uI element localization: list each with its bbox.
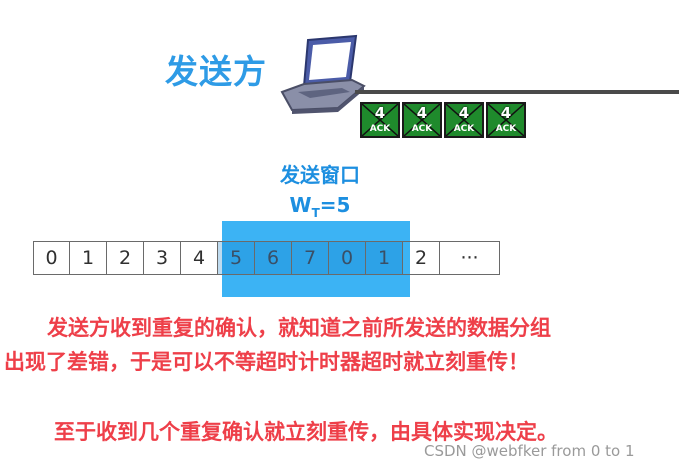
window-size-value: =5	[319, 193, 351, 217]
ack-number: 4	[374, 104, 386, 122]
ack-cross-icon	[404, 104, 440, 136]
ack-cross-icon	[488, 104, 524, 136]
ack-number: 4	[458, 104, 470, 122]
sequence-cell: 3	[144, 241, 181, 275]
sequence-cell-in-window: 7	[292, 241, 329, 275]
sequence-cell: 2	[403, 241, 440, 275]
ack-label: ACK	[369, 124, 391, 134]
send-window-size: WT=5	[280, 192, 360, 226]
ack-packet: 4 ACK	[444, 102, 484, 138]
window-size-subscript: T	[311, 206, 320, 220]
sequence-cell: 0	[33, 241, 70, 275]
ack-packets: 4 ACK 4 ACK 4 ACK 4 ACK	[360, 102, 526, 138]
message-line-3: 至于收到几个重复确认就立刻重传，由具体实现决定。	[54, 420, 558, 444]
laptop-icon	[280, 34, 366, 114]
sequence-row: 0 1 2 3 4 5 6 7 0 1 2 ···	[33, 241, 500, 275]
sequence-cell: 1	[70, 241, 107, 275]
message-line-2: 出现了差错，于是可以不等超时计时器超时就立刻重传！	[4, 350, 529, 374]
ack-number: 4	[500, 104, 512, 122]
link-line	[355, 90, 679, 94]
ack-packet: 4 ACK	[486, 102, 526, 138]
sequence-cell: 4	[181, 241, 218, 275]
ack-label: ACK	[453, 124, 475, 134]
watermark: CSDN @webfker from 0 to 1	[424, 442, 635, 460]
sequence-cell-in-window: 0	[329, 241, 366, 275]
ack-label: ACK	[495, 124, 517, 134]
send-window-title: 发送窗口	[280, 163, 360, 187]
window-size-symbol: W	[289, 193, 312, 217]
sequence-cell-ellipsis: ···	[440, 241, 500, 275]
ack-label: ACK	[411, 124, 433, 134]
ack-cross-icon	[362, 104, 398, 136]
send-window-highlight	[222, 221, 410, 297]
sequence-cell: 2	[107, 241, 144, 275]
message-line-1: 发送方收到重复的确认，就知道之前所发送的数据分组	[47, 316, 551, 340]
sender-label: 发送方	[165, 52, 267, 91]
ack-packet: 4 ACK	[360, 102, 400, 138]
sequence-cell-in-window: 6	[255, 241, 292, 275]
sequence-cell-in-window: 1	[366, 241, 403, 275]
ack-cross-icon	[446, 104, 482, 136]
ack-packet: 4 ACK	[402, 102, 442, 138]
ack-number: 4	[416, 104, 428, 122]
sequence-cell-in-window: 5	[218, 241, 255, 275]
